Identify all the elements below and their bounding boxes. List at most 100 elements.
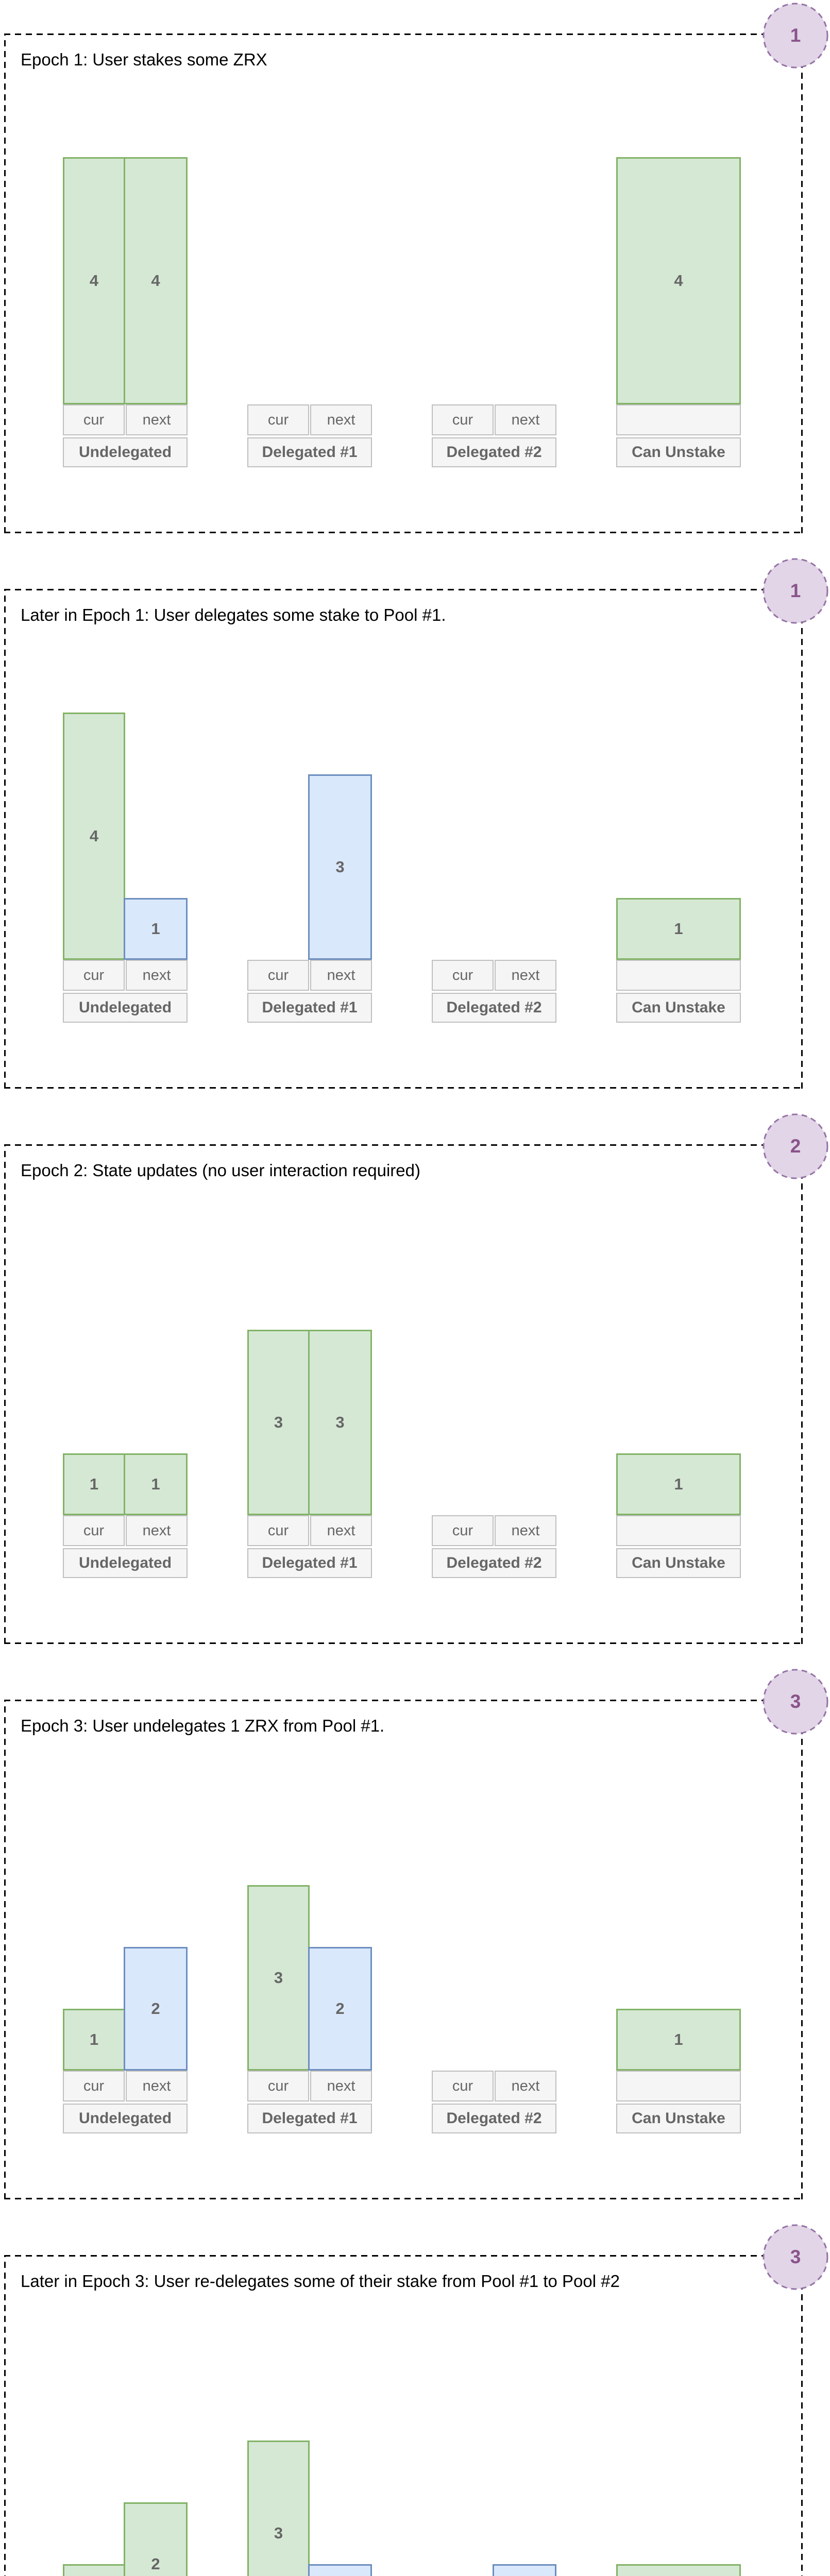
next-cell: next: [126, 2071, 188, 2102]
cur-cell: cur: [432, 404, 494, 435]
next-cell: next: [310, 960, 372, 991]
epoch-badge: 2: [762, 1113, 829, 1180]
bar-value-label: 1: [674, 1475, 683, 1493]
bar-value-label: 1: [674, 920, 683, 938]
bar-value-label: 1: [89, 1475, 99, 1493]
stake-bar-cur: 3: [247, 1885, 310, 2071]
group-label: Delegated #1: [247, 993, 372, 1023]
badge-circle-icon: [763, 1669, 828, 1735]
slot-label-row: [616, 2071, 741, 2102]
bar-value-label: 2: [151, 1999, 160, 2018]
epoch-panel-4: 3 Epoch 3: User undelegates 1 ZRX from P…: [0, 1666, 830, 2222]
empty-cell: [616, 960, 741, 991]
cur-cell: cur: [247, 2071, 309, 2102]
next-cell: next: [495, 1515, 556, 1546]
bar-value-label: 4: [151, 272, 160, 290]
empty-cell: [616, 1515, 741, 1546]
bar-value-label: 3: [274, 1969, 283, 1987]
badge-circle-icon: [763, 3, 828, 69]
next-cell: next: [126, 1515, 188, 1546]
panel-title: Later in Epoch 3: User re-delegates some…: [21, 2272, 620, 2291]
stake-bar-cur: 1: [63, 2564, 125, 2576]
epoch-badge: 3: [762, 1668, 829, 1735]
cur-cell: cur: [63, 404, 125, 435]
stake-bar-cur: 1: [63, 1453, 125, 1515]
stake-bar-next: 2: [124, 1947, 188, 2071]
bar-value-label: 1: [89, 2030, 99, 2048]
badge-number: 1: [790, 580, 801, 601]
epoch-panel-3: 2 Epoch 2: State updates (no user intera…: [0, 1111, 830, 1666]
next-cell: next: [310, 1515, 372, 1546]
next-cell: next: [126, 404, 188, 435]
group-label: Can Unstake: [616, 2104, 741, 2133]
cur-cell: cur: [432, 1515, 494, 1546]
stake-group: 31curnextDelegated #1: [247, 2222, 372, 2576]
bar-value-label: 3: [274, 1413, 283, 1431]
bar-value-label: 1: [674, 2030, 683, 2048]
stake-bar-next: 1: [124, 1453, 188, 1515]
group-label: Delegated #2: [432, 2104, 556, 2133]
stake-bar-next: 4: [124, 157, 188, 404]
next-cell: next: [310, 404, 372, 435]
slot-label-row: [616, 960, 741, 991]
stake-bar-full: 1: [616, 2564, 741, 2576]
bar-value-label: 4: [89, 827, 99, 845]
panel-title: Later in Epoch 1: User delegates some st…: [21, 605, 446, 624]
epoch-panel-2: 1 Later in Epoch 1: User delegates some …: [0, 555, 830, 1111]
empty-cell: [616, 2071, 741, 2102]
next-cell: next: [126, 960, 188, 991]
cur-cell: cur: [247, 1515, 309, 1546]
stake-bar-next: 1: [493, 2564, 556, 2576]
next-cell: next: [495, 2071, 556, 2102]
group-label: Delegated #2: [432, 437, 556, 467]
stake-bar-cur: 3: [247, 2441, 310, 2576]
stake-bar-next: 2: [308, 1947, 372, 2071]
badge-number: 3: [790, 2246, 801, 2267]
stake-bar-cur: 1: [63, 2009, 125, 2071]
cur-cell: cur: [247, 404, 309, 435]
bar-value-label: 2: [335, 1999, 345, 2018]
epoch-badge: 1: [762, 2, 829, 69]
panel-title: Epoch 3: User undelegates 1 ZRX from Poo…: [21, 1716, 385, 1735]
badge-circle-icon: [763, 2224, 828, 2290]
stake-bar-next: 3: [308, 1330, 372, 1515]
stake-bar-cur: 4: [63, 713, 125, 960]
cur-cell: cur: [432, 2071, 494, 2102]
bar-value-label: 1: [151, 920, 160, 938]
epoch-badge: 1: [762, 557, 829, 624]
group-label: Delegated #1: [247, 1548, 372, 1578]
panel-title: Epoch 2: State updates (no user interact…: [21, 1161, 420, 1180]
epoch-panel-5: 3 Later in Epoch 3: User re-delegates so…: [0, 2222, 830, 2576]
bar-value-label: 4: [674, 272, 683, 290]
group-label: Can Unstake: [616, 1548, 741, 1578]
group-label: Undelegated: [63, 1548, 188, 1578]
group-label: Delegated #2: [432, 993, 556, 1023]
panel-title: Epoch 1: User stakes some ZRX: [21, 50, 267, 69]
cur-cell: cur: [247, 960, 309, 991]
slot-label-row: [616, 1515, 741, 1546]
